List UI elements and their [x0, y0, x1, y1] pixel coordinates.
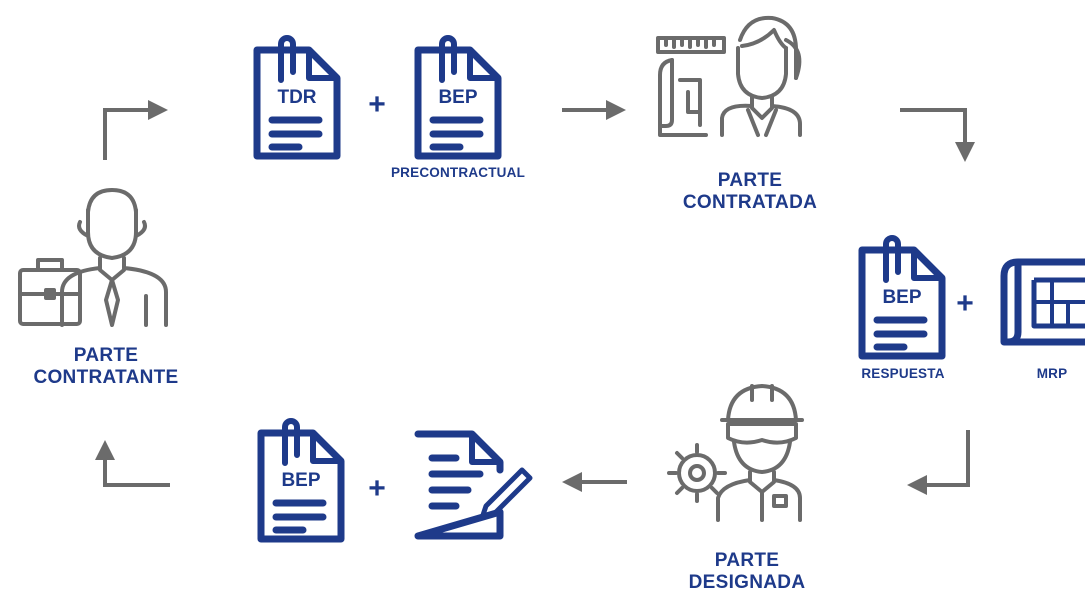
contratante-line2: CONTRATANTE [33, 367, 179, 388]
arrow-top-right [900, 108, 975, 162]
tdr-doc-label: TDR [277, 87, 316, 108]
contratada-line2: CONTRATADA [682, 192, 818, 213]
bep-doc-label-top: BEP [438, 87, 477, 108]
mrp-caption: MRP [1036, 366, 1068, 381]
bep-precontractual-document-icon: BEP [418, 38, 498, 156]
arrow-top-center [562, 100, 626, 120]
bep-doc-label-right: BEP [882, 287, 921, 308]
bottom-plus-sign: + [368, 472, 386, 505]
parte-designada-label: PARTE DESIGNADA [672, 550, 822, 594]
engineer-hardhat-gear-icon [667, 384, 804, 522]
contratante-line1: PARTE [73, 345, 139, 366]
tdr-document-icon: TDR [257, 38, 337, 156]
contratada-line1: PARTE [717, 170, 783, 191]
right-plus-sign: + [956, 287, 974, 320]
bep-doc-label-bottom: BEP [281, 470, 320, 491]
blueprint-plan-icon [1000, 258, 1085, 346]
top-plus-sign: + [368, 88, 386, 121]
woman-architect-icon [656, 15, 802, 137]
businessman-briefcase-icon [18, 188, 168, 327]
arrow-bottom-right [907, 430, 970, 495]
arrow-bottom-left [95, 440, 170, 487]
precontractual-caption: PRECONTRACTUAL [390, 165, 526, 180]
respuesta-caption: RESPUESTA [861, 366, 945, 381]
designada-line2: DESIGNADA [688, 572, 806, 593]
parte-contratada-label: PARTE CONTRATADA [670, 170, 830, 214]
arrow-top-left [103, 100, 168, 160]
contract-signing-icon [414, 430, 533, 540]
parte-contratante-label: PARTE CONTRATANTE [22, 345, 190, 389]
bep-respuesta-document-icon: BEP [862, 238, 942, 356]
bep-document-icon-bottom: BEP [261, 421, 341, 539]
arrow-bottom-center [562, 472, 627, 492]
designada-line1: PARTE [714, 550, 780, 571]
